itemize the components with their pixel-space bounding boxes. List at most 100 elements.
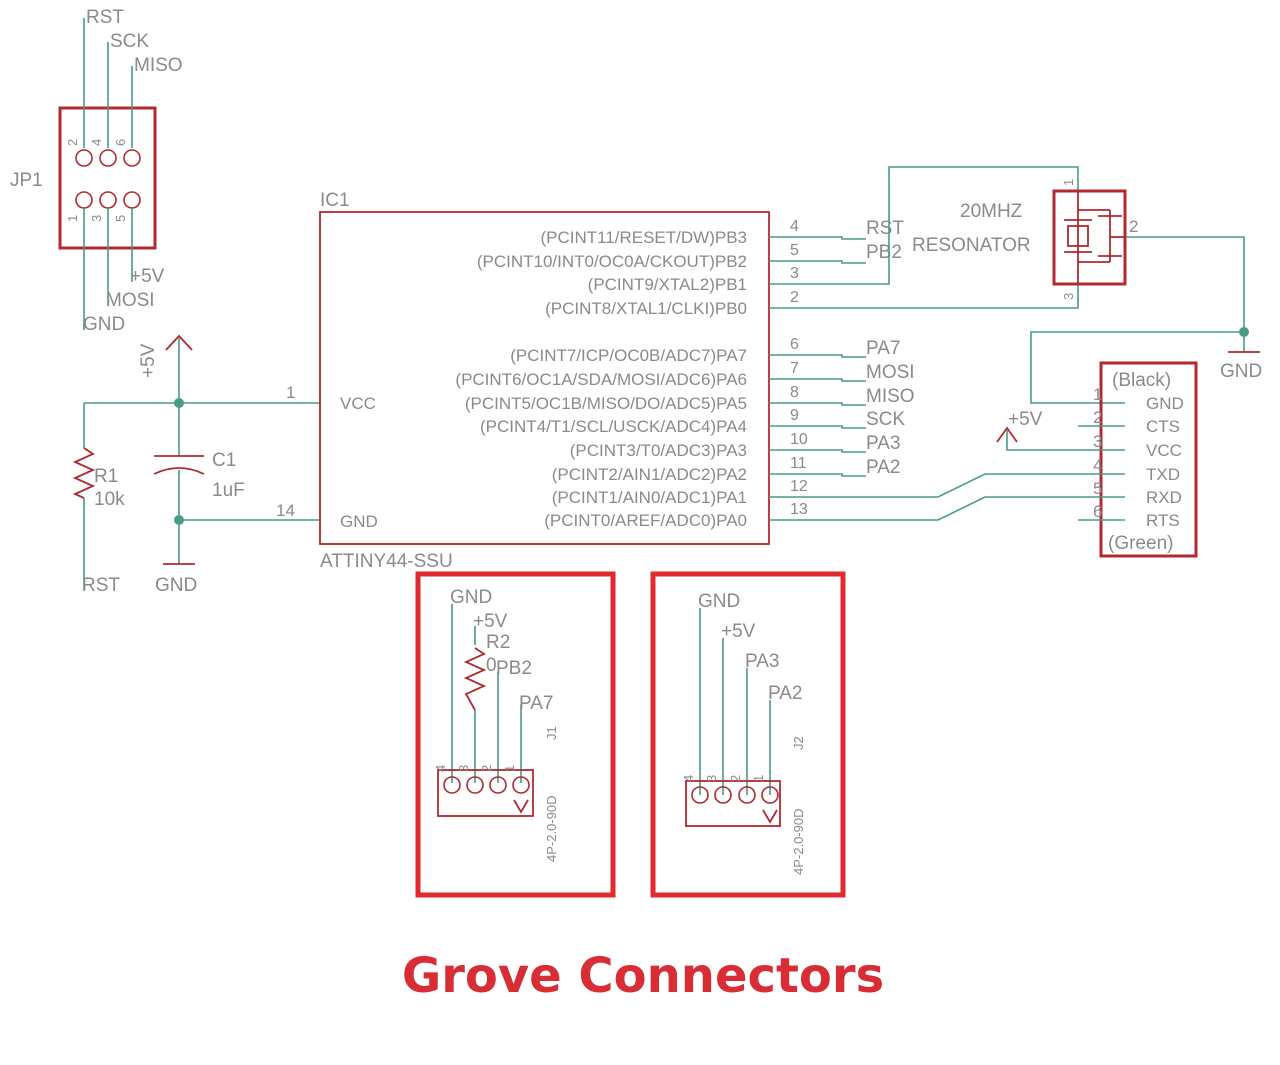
resonator-pin-3: 3 — [1061, 293, 1076, 300]
j1-sig-pa7: PA7 — [519, 693, 554, 714]
ic1-net-label: PB2 — [866, 242, 902, 263]
ic1-net-label: MOSI — [866, 362, 915, 383]
j1-part: 4P-2.0-90D — [544, 796, 559, 862]
ftdi-vcc-arrow-icon — [996, 426, 1018, 443]
j1-grove-connector: GND +5V R2 0 PB2 PA7 J1 4 3 2 1 4P-2.0-9… — [415, 571, 616, 898]
j1-pin-4: 4 — [433, 765, 448, 772]
ftdi-pin-label: GND — [1146, 394, 1184, 413]
j2-part: 4P-2.0-90D — [791, 809, 806, 875]
power-section: +5V R1 10k RST C1 1uF GND — [72, 334, 320, 596]
ic1-pin-number: 8 — [790, 384, 799, 401]
ic1-pin-wire — [769, 354, 866, 358]
ftdi-pin-label: CTS — [1146, 417, 1180, 436]
ftdi-pin-label: VCC — [1146, 441, 1182, 460]
ic1-pin-label: (PCINT2/AIN1/ADC2)PA2 — [552, 465, 747, 484]
ic1-pin-wire — [769, 473, 866, 477]
resonator-freq: 20MHZ — [960, 201, 1023, 222]
gnd-label-left: GND — [155, 575, 197, 596]
ic1-pin-label: (PCINT10/INT0/OC0A/CKOUT)PB2 — [477, 252, 747, 271]
j1-sig-gnd: GND — [450, 587, 492, 608]
ic1-gnd-label: GND — [340, 512, 378, 531]
ftdi-pin-label: TXD — [1146, 465, 1180, 484]
ic1-pin-number: 7 — [790, 360, 799, 377]
ic1-net-label: RST — [866, 218, 904, 239]
ftdi-top-label: (Black) — [1112, 370, 1171, 391]
ic1-pin-wire — [769, 378, 866, 382]
j2-pin-2: 2 — [728, 775, 743, 782]
j2-sig-gnd: GND — [698, 591, 740, 612]
jp1-sig-rst: RST — [86, 7, 124, 28]
ic1-pin-number: 3 — [790, 265, 799, 282]
ftdi-pin-label: RTS — [1146, 511, 1180, 530]
jp1-header: RST SCK MISO JP1 2 4 6 1 3 5 +5V MOSI GN… — [10, 7, 183, 335]
ic1-vcc-label: VCC — [340, 394, 376, 413]
ic1-pin-number: 2 — [790, 289, 799, 306]
ic1-pin-wire — [769, 236, 866, 240]
ic1-pin-label: (PCINT4/T1/SCL/USCK/ADC4)PA4 — [480, 417, 747, 436]
resonator: 20MHZ RESONATOR 1 2 3 — [912, 179, 1138, 300]
jp1-pin-2: 2 — [65, 139, 80, 146]
r2-resistor — [463, 647, 487, 711]
ftdi-pin-number: 3 — [1093, 432, 1102, 451]
jp1-sig-mosi: MOSI — [106, 290, 155, 311]
xtal-wires: GND — [769, 166, 1262, 404]
ic1-pin-label: (PCINT9/XTAL2)PB1 — [588, 275, 747, 294]
ic1-part: ATTINY44-SSU — [320, 551, 453, 572]
j2-sig-pa2: PA2 — [768, 683, 803, 704]
rst-net-label: RST — [82, 575, 120, 596]
r2-value: 0 — [486, 655, 497, 676]
r1-value: 10k — [94, 489, 125, 510]
jp1-pin-4: 4 — [89, 139, 104, 146]
jp1-pin-3: 3 — [89, 215, 104, 222]
jp1-pin-5: 5 — [113, 215, 128, 222]
j2-pin-4: 4 — [681, 775, 696, 782]
ftdi-pin-number: 2 — [1093, 408, 1102, 427]
jp1-pin-1: 1 — [65, 215, 80, 222]
ftdi-bottom-label: (Green) — [1108, 533, 1173, 554]
ic1-pin-number: 13 — [790, 501, 808, 518]
jp1-pin-6: 6 — [113, 139, 128, 146]
r2-name: R2 — [486, 632, 510, 653]
jp1-sig-gnd: GND — [83, 314, 125, 335]
vcc-label: +5V — [138, 343, 159, 378]
ic1-pin-number: 9 — [790, 407, 799, 424]
ic1-chip: IC1 ATTINY44-SSU VCC 1 GND 14 (PCINT11/R… — [276, 190, 915, 572]
c1-name: C1 — [212, 450, 236, 471]
ic1-pin-gnd: 14 — [276, 501, 295, 520]
j1-sig-5v: +5V — [473, 611, 508, 632]
ic1-pin-label: (PCINT3/T0/ADC3)PA3 — [570, 441, 747, 460]
j2-name: J2 — [791, 736, 806, 750]
c1-plate-bottom — [153, 467, 205, 475]
ic1-pin-label: (PCINT7/ICP/OC0B/ADC7)PA7 — [510, 346, 747, 365]
c1-value: 1uF — [212, 480, 245, 501]
ic1-name: IC1 — [320, 190, 350, 211]
ic1-pin-number: 4 — [790, 218, 799, 235]
ic1-pin-vcc: 1 — [286, 383, 295, 402]
resonator-name: RESONATOR — [912, 235, 1031, 256]
ic1-pin-number: 6 — [790, 336, 799, 353]
ftdi-pin-label: RXD — [1146, 488, 1182, 507]
jp1-sig-miso: MISO — [134, 55, 183, 76]
j1-pin-1: 1 — [502, 765, 517, 772]
ic1-pin-label: (PCINT6/OC1A/SDA/MOSI/ADC6)PA6 — [455, 370, 747, 389]
ftdi-pin-number: 5 — [1093, 479, 1102, 498]
ftdi-pin-number: 1 — [1093, 385, 1102, 404]
ic1-pin-wire — [769, 402, 866, 406]
resonator-pin-1: 1 — [1061, 179, 1076, 186]
j1-name: J1 — [544, 726, 559, 740]
vcc-arrow-icon — [165, 334, 193, 351]
j1-pin-2: 2 — [479, 765, 494, 772]
caption-title: Grove Connectors — [402, 948, 884, 1004]
resonator-pin-2: 2 — [1129, 217, 1138, 236]
jp1-sig-sck: SCK — [110, 31, 149, 52]
ic1-pin-wire — [769, 425, 866, 429]
j2-pin-3: 3 — [704, 775, 719, 782]
j2-sig-5v: +5V — [721, 621, 756, 642]
ftdi-pin-number: 6 — [1093, 502, 1102, 521]
j2-grove-connector: GND +5V PA3 PA2 J2 4 3 2 1 4P-2.0-90D — [650, 571, 846, 898]
ic1-net-label: PA2 — [866, 457, 901, 478]
ic1-pin-label: (PCINT1/AIN0/ADC1)PA1 — [552, 488, 747, 507]
ic1-pin-label: (PCINT0/AREF/ADC0)PA0 — [544, 511, 747, 530]
